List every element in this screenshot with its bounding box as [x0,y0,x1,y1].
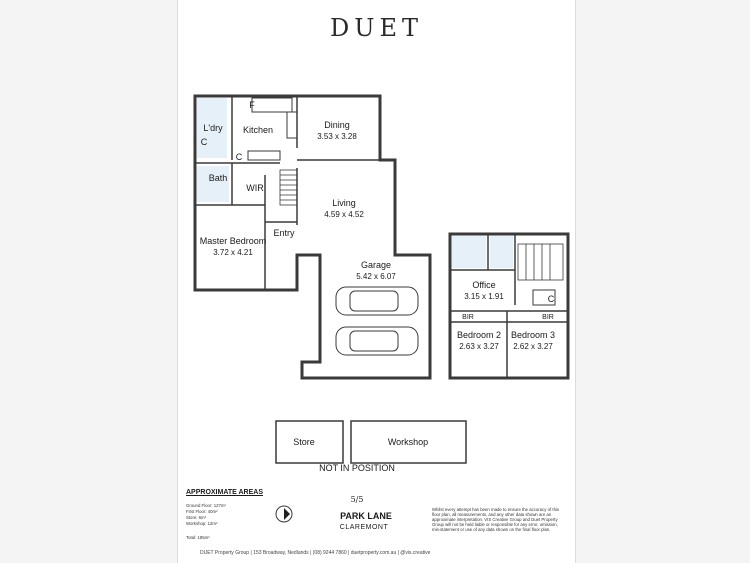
bedroom3-dimensions: 2.62 x 3.27 [513,342,553,351]
area-first-floor: First Floor: 40m² [186,509,218,514]
entry-label: Entry [273,228,295,238]
garage-label: Garage [360,260,392,270]
master-bedroom-label: Master Bedroom [199,236,267,246]
office-label: Office [472,280,496,290]
area-total: Total: 185m² [186,535,210,540]
workshop-label: Workshop [387,437,429,447]
disclaimer-line-4: Group will not be held liable or respons… [432,522,558,527]
laundry-cupboard-label: C [200,137,208,147]
store-label: Store [293,437,315,447]
dining-label: Dining [324,120,350,130]
brand-logo: DUET [330,14,423,42]
kitchen-label: Kitchen [242,125,274,135]
bedroom3-label: Bedroom 3 [510,330,556,340]
laundry-label: L'dry [203,123,223,133]
street-name: PARK LANE [340,511,392,521]
disclaimer-line-3: approximate interpretation. VIS Creative… [432,517,558,522]
master-bedroom-dimensions: 3.72 x 4.21 [213,248,253,257]
disclaimer-line-1: Whilst every attempt has been made to en… [432,507,560,512]
disclaimer-line-2: floor plan, all measurements, and any ot… [432,512,552,517]
suburb-name: CLAREMONT [339,524,389,531]
fridge-label: F [249,100,255,110]
office-cupboard-label: C [547,294,555,304]
bir-bedroom3-label: BIR [542,314,554,321]
wir-label: WIR [246,183,264,193]
first-floor-outline [448,232,570,380]
disclaimer-line-5: mis-statement or use of any data shown o… [432,527,551,532]
bedroom2-dimensions: 2.63 x 3.27 [459,342,499,351]
area-workshop: Workshop: 12m² [186,521,218,526]
bath-label: Bath [208,173,228,183]
kitchen-cupboard-label: C [235,152,243,162]
office-dimensions: 3.15 x 1.91 [464,292,504,301]
area-store: Store: 6m² [186,515,207,520]
not-in-position-note: NOT IN POSITION [319,463,395,473]
garage-dimensions: 5.42 x 6.07 [356,272,396,281]
bir-bedroom2-label: BIR [462,314,474,321]
footer-contact: DUET Property Group | 153 Broadway, Nedl… [200,550,431,556]
floor-plan-sheet [177,0,576,563]
living-label: Living [332,198,356,208]
area-ground-floor: Ground Floor: 127m² [186,503,226,508]
bedroom2-label: Bedroom 2 [456,330,502,340]
ground-floor-outline [193,94,432,380]
unit-number: 5/5 [350,495,364,504]
living-dimensions: 4.59 x 4.52 [324,210,364,219]
areas-heading: APPROXIMATE AREAS [186,489,264,496]
dining-dimensions: 3.53 x 3.28 [317,132,357,141]
